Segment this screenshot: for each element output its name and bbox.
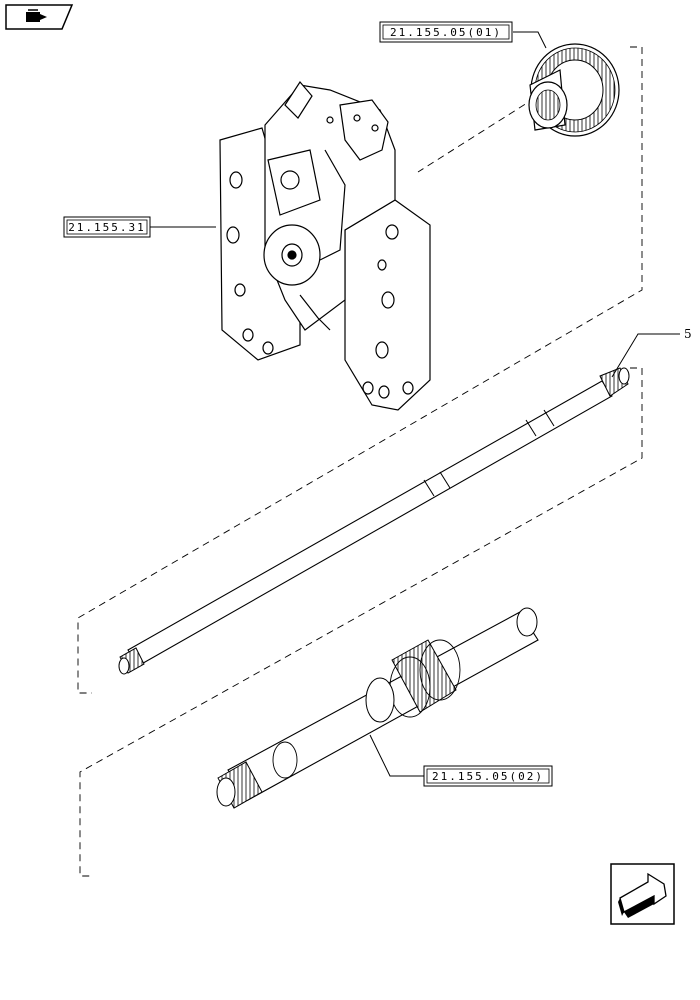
shaft-group-outline — [79, 367, 643, 877]
leader-gear-top — [513, 31, 547, 49]
ref-label-housing[interactable]: 21.155.31 — [63, 216, 151, 238]
gear-alignment-line — [417, 97, 536, 173]
ref-label-gear-top[interactable]: 21.155.05(01) — [379, 21, 513, 43]
leader-shaft-lower — [369, 734, 424, 777]
lower-shaft-part — [216, 607, 539, 809]
ref-text-housing: 21.155.31 — [68, 221, 146, 234]
leader-item-5 — [611, 333, 680, 378]
long-shaft-part — [118, 367, 630, 675]
item-number-5: 5 — [684, 327, 692, 341]
ref-text-gear-top: 21.155.05(01) — [390, 26, 502, 39]
gear-part — [528, 43, 620, 137]
housing-assembly — [219, 81, 431, 411]
ref-label-shaft-lower[interactable]: 21.155.05(02) — [423, 765, 553, 787]
ref-text-shaft-lower: 21.155.05(02) — [432, 770, 544, 783]
book-icon[interactable] — [5, 4, 74, 30]
next-page-arrow-icon[interactable] — [610, 863, 675, 925]
housing-group-outline — [77, 46, 643, 694]
